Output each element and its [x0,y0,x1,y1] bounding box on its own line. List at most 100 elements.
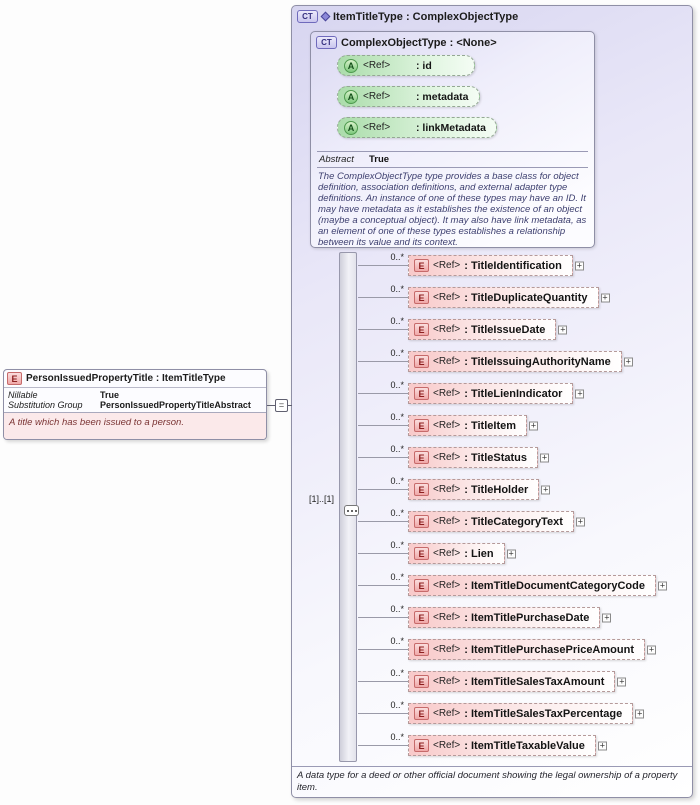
cardinality-label: 0..* [390,380,404,390]
cardinality-label: 0..* [390,636,404,646]
ref-label: <Ref> [433,260,461,271]
expand-icon[interactable]: + [635,708,645,718]
element-row: 0..* E <Ref> : TitleItem + [358,412,698,437]
element-ref-pill[interactable]: E <Ref> : TitleDuplicateQuantity + [408,287,610,308]
expand-icon[interactable]: + [575,388,585,398]
complex-type-annotation: A data type for a deed or other official… [297,770,678,793]
connector-line [358,393,408,394]
cardinality-label: 0..* [390,348,404,358]
connector-line [267,405,275,406]
expand-icon[interactable]: + [617,676,627,686]
element-badge-icon: E [414,707,429,720]
element-name: : TitleHolder [464,483,529,496]
ref-label: <Ref> [433,516,461,527]
element-ref-pill[interactable]: E <Ref> : TitleHolder + [408,479,551,500]
element-badge-icon: E [414,355,429,368]
element-ref-pill[interactable]: E <Ref> : Lien + [408,543,516,564]
expand-icon[interactable]: + [646,644,656,654]
element-ref-pill[interactable]: E <Ref> : TitleStatus + [408,447,550,468]
element-node-header[interactable]: E PersonIssuedPropertyTitle : ItemTitleT… [7,372,226,385]
attribute-name: : linkMetadata [416,121,487,134]
element-name: : TitleDuplicateQuantity [464,291,588,304]
ref-label: <Ref> [433,548,461,559]
facet-value: True [369,154,390,165]
expand-icon[interactable]: + [574,260,584,270]
element-ref-pill[interactable]: E <Ref> : ItemTitleDocumentCategoryCode … [408,575,667,596]
ref-label: <Ref> [433,676,461,687]
cardinality-label: 0..* [390,252,404,262]
complex-type-badge-icon: CT [297,10,318,23]
element-row: 0..* E <Ref> : ItemTitlePurchasePriceAmo… [358,636,698,661]
connector-line [358,329,408,330]
element-badge-icon: E [414,419,429,432]
expand-icon[interactable]: + [600,292,610,302]
element-row: 0..* E <Ref> : ItemTitleSalesTaxPercenta… [358,700,698,725]
element-row: 0..* E <Ref> : ItemTitlePurchaseDate + [358,604,698,629]
element-ref-pill[interactable]: E <Ref> : ItemTitleTaxableValue + [408,735,607,756]
ref-label: <Ref> [363,91,391,102]
element-ref-pill[interactable]: E <Ref> : ItemTitleSalesTaxAmount + [408,671,627,692]
cardinality-label: 0..* [390,412,404,422]
attribute-badge-icon: A [344,58,358,73]
connector-line [358,553,408,554]
derivation-diamond-icon [320,11,331,22]
expand-icon[interactable]: + [540,452,550,462]
property-label: Substitution Group [8,400,83,410]
element-ref-pill[interactable]: E <Ref> : ItemTitleSalesTaxPercentage + [408,703,645,724]
connector-line [358,745,408,746]
attribute-ref-pill[interactable]: A <Ref> : linkMetadata [337,117,498,138]
ref-label: <Ref> [433,324,461,335]
attribute-badge-icon: A [344,120,358,135]
attribute-name: : id [416,59,432,72]
element-name: : TitleIssuingAuthorityName [464,355,611,368]
attribute-ref-pill[interactable]: A <Ref> : metadata [337,86,480,107]
expand-icon[interactable]: + [597,740,607,750]
ref-label: <Ref> [433,388,461,399]
connector-line [358,649,408,650]
cardinality-label: 0..* [390,700,404,710]
expand-icon[interactable]: + [541,484,551,494]
element-badge-icon: E [414,675,429,688]
facet-row: Abstract True [317,151,588,168]
property-row: Substitution Group PersonIssuedPropertyT… [8,400,251,410]
expand-icon[interactable]: + [506,548,516,558]
base-type-description: The ComplexObjectType type provides a ba… [318,171,587,248]
cardinality-label: 0..* [390,444,404,454]
complex-type-header[interactable]: CT ItemTitleType : ComplexObjectType [297,10,518,23]
attribute-ref-pill[interactable]: A <Ref> : id [337,55,475,76]
ref-label: <Ref> [363,122,391,133]
cardinality-label: 0..* [390,604,404,614]
element-row: 0..* E <Ref> : TitleIssueDate + [358,316,698,341]
element-ref-pill[interactable]: E <Ref> : ItemTitlePurchaseDate + [408,607,612,628]
element-name: : TitleLienIndicator [464,387,563,400]
connector-icon[interactable]: = [275,399,288,412]
element-ref-pill[interactable]: E <Ref> : TitleLienIndicator + [408,383,585,404]
element-badge-icon: E [414,739,429,752]
connector-line [358,297,408,298]
element-ref-pill[interactable]: E <Ref> : TitleIssuingAuthorityName + [408,351,633,372]
element-badge-icon: E [414,579,429,592]
element-name: : TitleItem [464,419,517,432]
ref-label: <Ref> [433,420,461,431]
element-badge-icon: E [7,372,22,385]
element-ref-pill[interactable]: E <Ref> : TitleIssueDate + [408,319,568,340]
base-type-header[interactable]: CT ComplexObjectType : <None> [316,36,497,49]
connector-line [288,405,292,406]
element-row: 0..* E <Ref> : Lien + [358,540,698,565]
sequence-cardinality: [1]..[1] [308,494,334,504]
expand-icon[interactable]: + [558,324,568,334]
element-ref-pill[interactable]: E <Ref> : TitleIdentification + [408,255,584,276]
expand-icon[interactable]: + [623,356,633,366]
element-badge-icon: E [414,291,429,304]
connector-line [358,425,408,426]
element-badge-icon: E [414,451,429,464]
expand-icon[interactable]: + [575,516,585,526]
element-ref-pill[interactable]: E <Ref> : ItemTitlePurchasePriceAmount + [408,639,656,660]
element-ref-pill[interactable]: E <Ref> : TitleCategoryText + [408,511,585,532]
expand-icon[interactable]: + [657,580,667,590]
element-ref-pill[interactable]: E <Ref> : TitleItem + [408,415,539,436]
expand-icon[interactable]: + [529,420,539,430]
element-name: : ItemTitleSalesTaxPercentage [464,707,623,720]
ref-label: <Ref> [433,484,461,495]
expand-icon[interactable]: + [602,612,612,622]
